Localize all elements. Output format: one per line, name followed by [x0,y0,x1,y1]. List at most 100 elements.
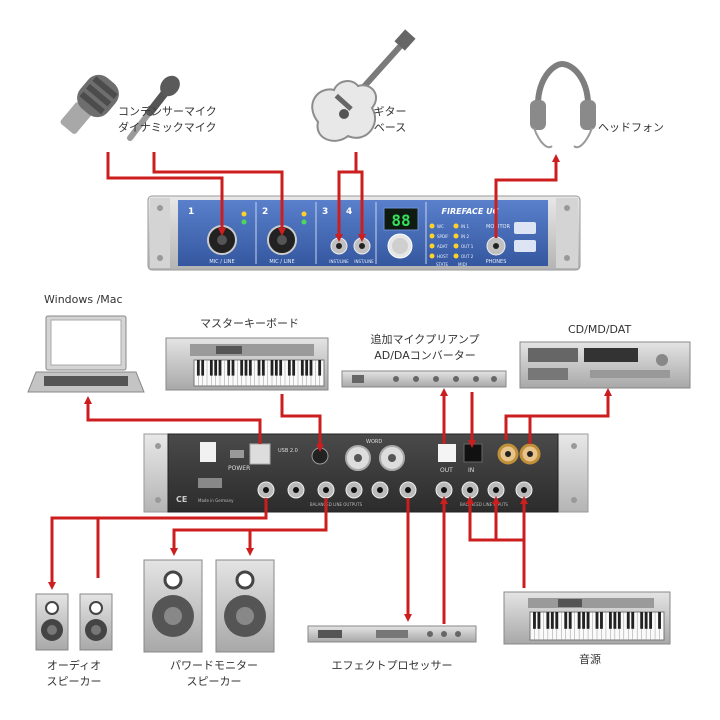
front-monitor-label: MONITOR [486,224,510,230]
black-key [577,612,581,629]
front-ch1-label: 1 [188,207,194,217]
rear-balanced-in-label: BALANCED LINE INPUTS [460,502,508,507]
laptop-icon [27,315,145,393]
black-key [287,360,291,376]
headphones-label: ヘッドフォン [598,121,664,134]
black-key [300,360,304,376]
rear-made-in-label: Made in Germany [198,498,234,503]
black-key [209,360,213,376]
black-key [279,360,283,376]
arrow-phones-to-headphones [494,154,560,238]
black-key [196,360,200,376]
connection-arrows [48,152,612,624]
front-inst-line-label-2: INST/LINE [354,259,374,264]
audio-speaker-label-1: オーディオ [46,659,102,672]
black-key [257,360,261,376]
dynamic-mic-icon [127,75,180,141]
front-led-label-5: IN 2 [461,234,469,239]
condenser-mic-icon [60,74,119,134]
black-key [537,612,541,629]
front-state-label: STATE [436,262,449,267]
sound-module-keys [533,612,661,640]
black-key [631,612,635,629]
power-monitor-icon-right [215,559,275,653]
arrow-dynamic-to-input2 [152,152,286,236]
bass-label: ベース [373,121,407,134]
black-key [248,360,252,376]
master-keyboard-label: マスターキーボード [200,317,299,330]
black-key [270,360,274,376]
black-key [533,612,536,629]
black-key [231,360,235,376]
black-key [309,360,313,376]
master-keyboard-keys [196,360,322,386]
cd-md-dat-label: CD/MD/DAT [568,323,632,336]
black-key [564,612,568,629]
black-key [214,360,218,376]
arrow-out-to-audio-speakers [48,498,268,590]
black-key [550,612,554,629]
front-display-readout: 88 [391,211,410,230]
black-key [546,612,550,629]
black-key [608,612,612,629]
rear-power-label: POWER [228,465,250,472]
rear-midi-in-label: IN [468,467,474,474]
black-key [568,612,572,629]
front-ch4-label: 4 [346,207,352,217]
black-key [595,612,599,629]
condenser-mic-label: コンデンサーマイク [118,105,217,118]
power-monitor-label-2: スピーカー [186,675,242,688]
mic-preamp-label: 追加マイクプリアンプ [370,333,480,346]
arrow-condenser-to-input1 [106,152,226,236]
headphones-icon [530,60,596,149]
power-monitor-icon-left [143,559,203,653]
audio-speaker-icon-right [79,593,113,651]
power-monitor-label-1: パワードモニター [170,659,258,672]
front-mic-line-label-1: MIC / LINE [209,259,234,265]
black-key [586,612,590,629]
front-led-label-6: OUT 1 [461,244,474,249]
rear-wordclock-label: WORD [366,439,382,445]
ad-da-label: AD/DAコンバーター [374,349,476,362]
guitar-label: ギター [373,105,407,118]
black-key [318,360,322,376]
dynamic-mic-label: ダイナミックマイク [118,121,217,134]
arrow-keyboard-to-midi [280,394,324,452]
black-key [600,612,603,629]
computer-label: Windows /Mac [44,293,123,306]
arrow-guitar-to-input3 [335,152,358,242]
front-mic-line-label-2: MIC / LINE [269,259,294,265]
black-key [240,360,244,376]
effect-processor-icon [307,625,477,643]
rear-midi-out-label: OUT [440,467,453,474]
black-key [640,612,644,629]
front-inst-line-label-1: INST/LINE [329,259,349,264]
sound-module-label: 音源 [579,653,601,666]
front-phones-label: PHONES [486,259,507,265]
guitar-icon [311,29,416,142]
black-key [261,360,265,376]
black-key [644,612,648,629]
black-key [244,360,248,376]
black-key [649,612,653,629]
black-key [292,360,296,376]
black-key [201,360,205,376]
front-led-label-2: ADAT [437,244,448,249]
preamp-rack-icon [341,370,507,388]
arrow-usb-to-computer [84,396,262,444]
arrow-guitar-to-input4 [356,170,366,242]
front-led-label-3: HOST [437,254,449,259]
black-key [658,612,661,629]
front-ch3-label: 3 [322,207,328,217]
arrow-cd-to-spdif [504,388,612,440]
effect-processor-label: エフェクトプロセッサー [331,659,453,672]
audio-speaker-label-2: スピーカー [46,675,102,688]
black-key [305,360,309,376]
front-led-label-4: IN 1 [461,224,469,229]
cd-player-icon [519,341,691,389]
fireface-front-panel [147,195,581,271]
black-key [582,612,586,629]
front-model-label: FIREFACE UC [442,207,499,216]
